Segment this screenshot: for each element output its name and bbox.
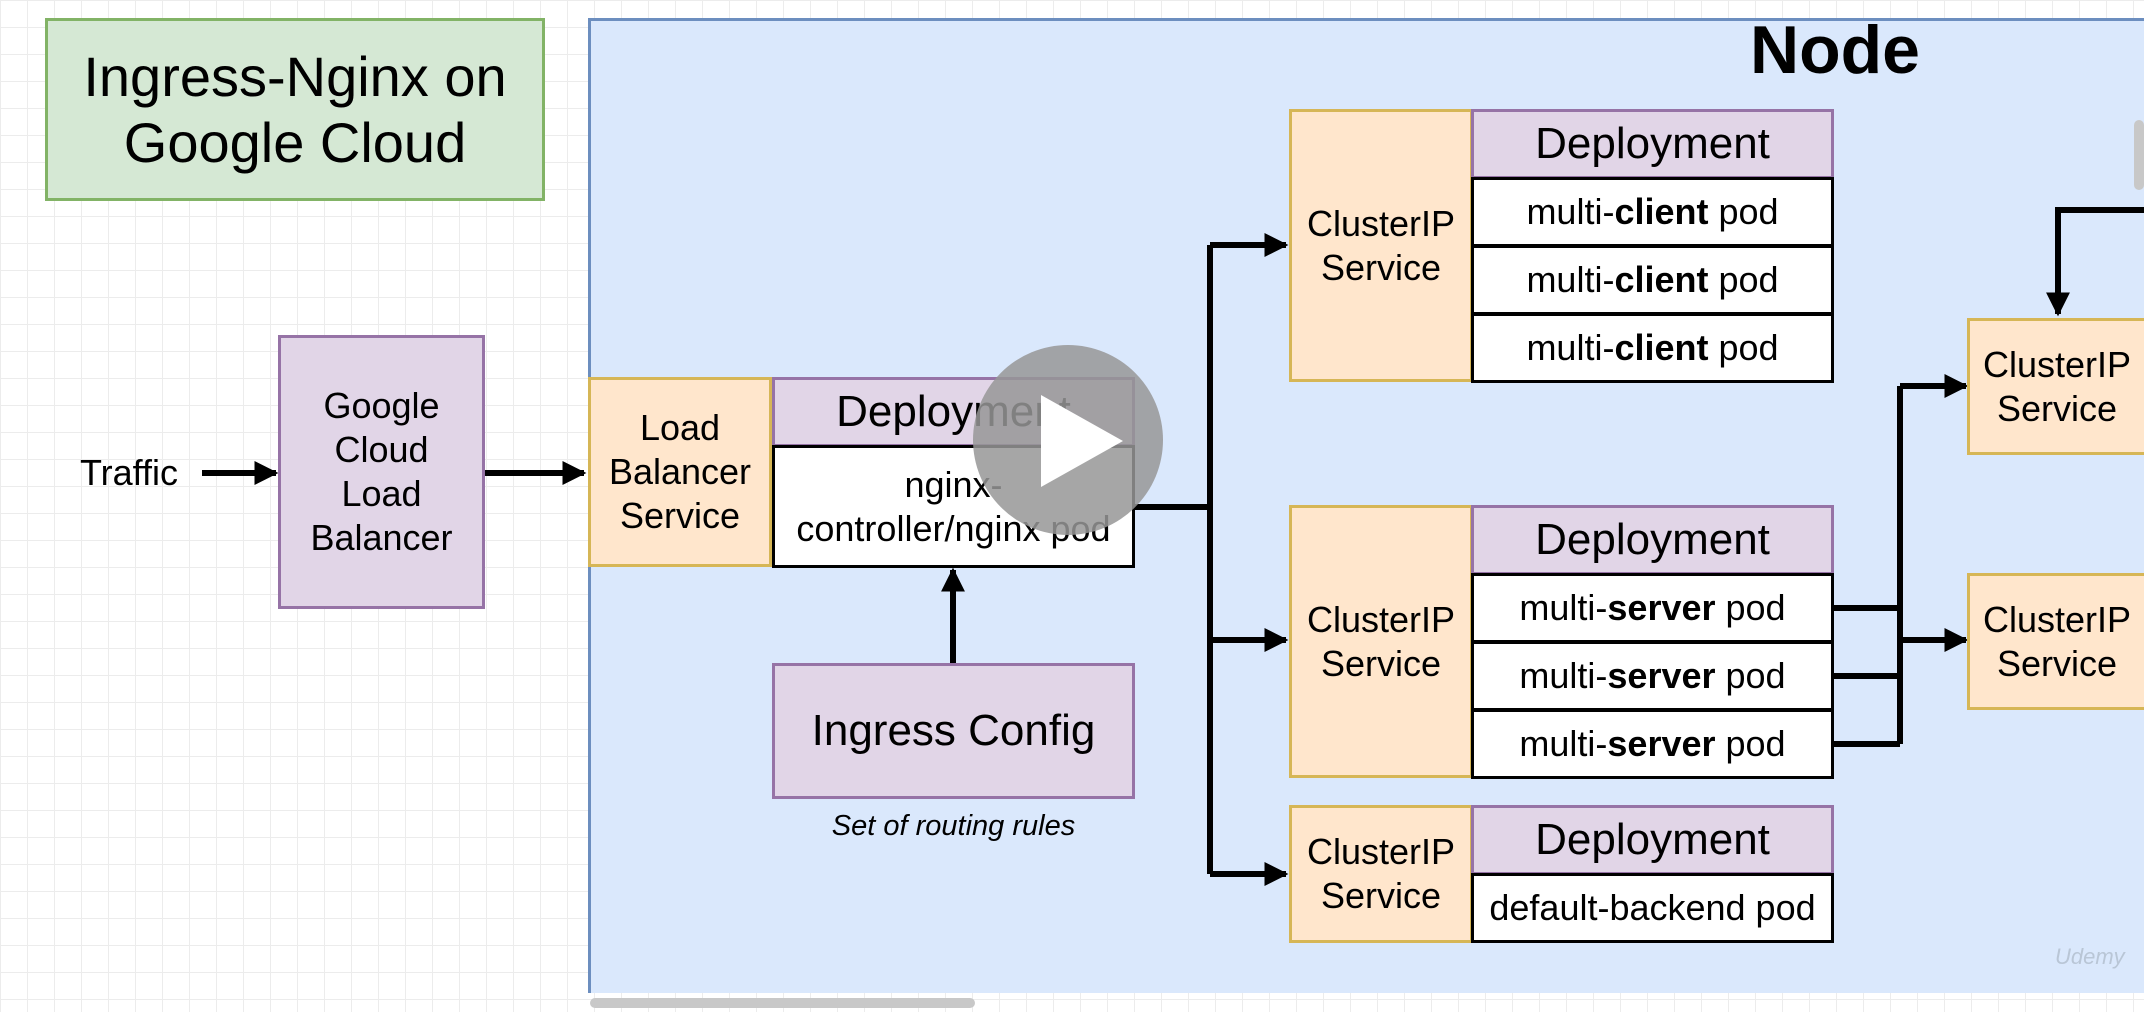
node-label: Node xyxy=(1750,12,1920,88)
diagram-title: Ingress-Nginx on Google Cloud xyxy=(45,18,545,201)
server-clusterip-service: ClusterIP Service xyxy=(1289,505,1473,778)
udemy-watermark: Udemy xyxy=(2055,944,2125,969)
vertical-scrollbar[interactable] xyxy=(2134,120,2144,190)
ingress-config: Ingress Config xyxy=(772,663,1135,799)
client-pod: multi-client pod xyxy=(1471,245,1834,315)
right-clusterip-service-1: ClusterIP Service xyxy=(1967,318,2144,455)
gcloud-load-balancer: Google Cloud Load Balancer xyxy=(278,335,485,609)
ingress-config-caption: Set of routing rules xyxy=(831,810,1076,842)
arrow-top-right-down xyxy=(2046,207,2144,317)
client-pod: multi-client pod xyxy=(1471,313,1834,383)
client-deployment-header: Deployment xyxy=(1471,109,1834,179)
right-clusterip-service-2: ClusterIP Service xyxy=(1967,573,2144,710)
traffic-label: Traffic xyxy=(80,452,179,493)
server-deployment-header: Deployment xyxy=(1471,505,1834,575)
server-pod: multi-server pod xyxy=(1471,709,1834,779)
client-pod: multi-client pod xyxy=(1471,177,1834,247)
video-play-button[interactable] xyxy=(973,345,1163,535)
horizontal-scrollbar[interactable] xyxy=(590,998,975,1008)
server-pod: multi-server pod xyxy=(1471,573,1834,643)
server-pod: multi-server pod xyxy=(1471,641,1834,711)
lb-service: Load Balancer Service xyxy=(588,377,772,567)
backend-clusterip-service: ClusterIP Service xyxy=(1289,805,1473,943)
default-backend-pod: default-backend pod xyxy=(1471,873,1834,943)
backend-deployment-header: Deployment xyxy=(1471,805,1834,875)
client-clusterip-service: ClusterIP Service xyxy=(1289,109,1473,382)
play-icon xyxy=(1041,395,1123,487)
